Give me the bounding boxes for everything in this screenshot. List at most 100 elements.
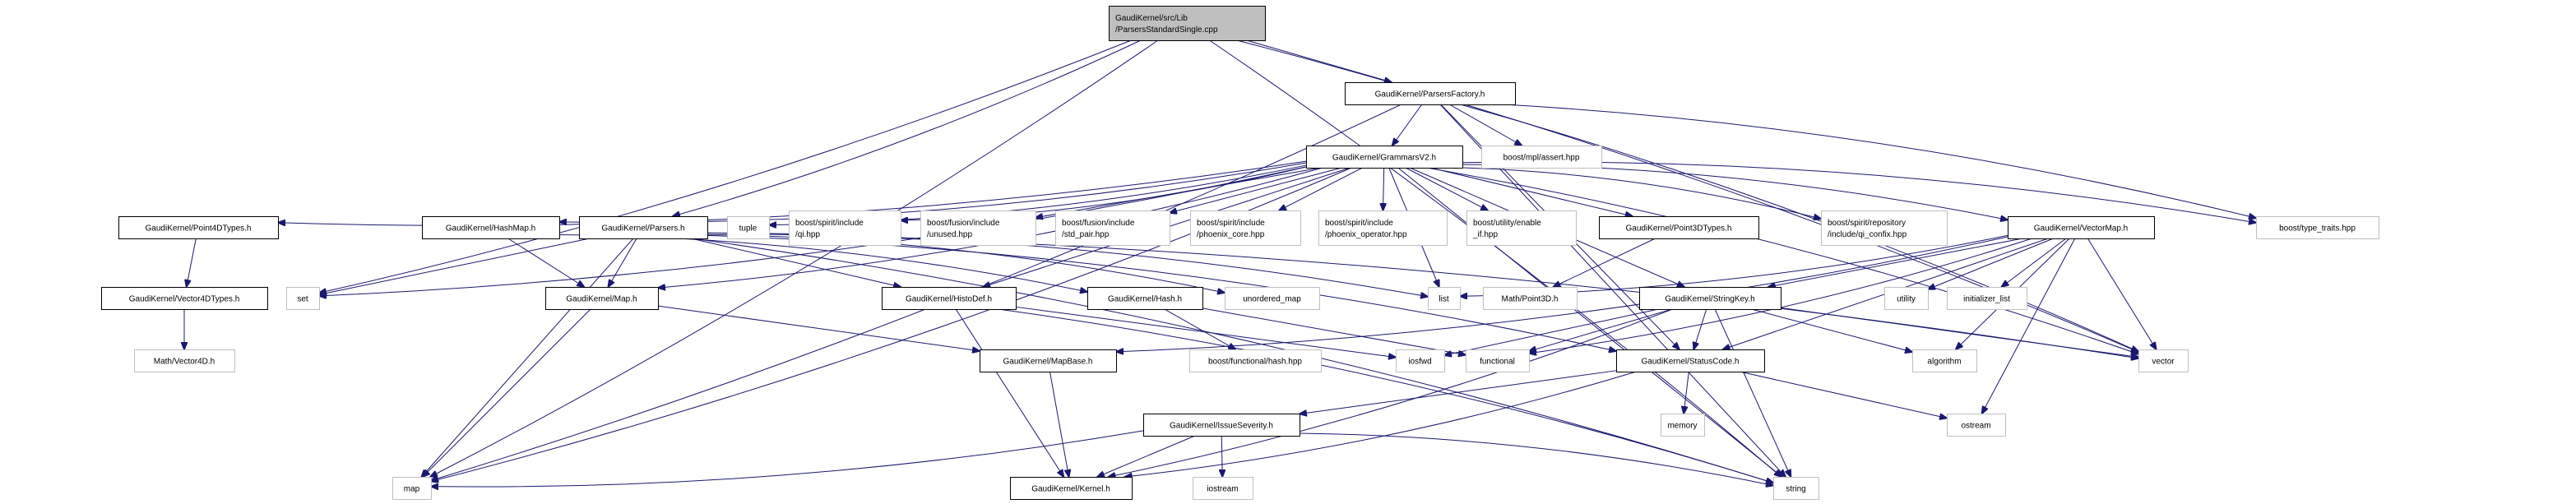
node-map: map [392,477,432,500]
node-root[interactable]: GaudiKernel/src/Lib/ParsersStandardSingl… [1109,6,1266,41]
node-vmap[interactable]: GaudiKernel/VectorMap.h [2008,216,2155,239]
node-box [1599,216,1759,239]
node-box [1189,349,1322,372]
edge-statuscode-to-memory [1684,371,1689,414]
node-label: GaudiKernel/ParsersFactory.h [1375,90,1485,99]
edge-p3d-to-p3dmath [1553,238,1656,287]
node-algorithm: algorithm [1912,349,1977,372]
node-box [1466,349,1530,372]
node-box [1661,414,1705,437]
edge-maph-to-map [423,308,591,477]
node-label: boost/functional/hash.hpp [1208,358,1302,367]
node-pf[interactable]: GaudiKernel/ParsersFactory.h [1345,82,1516,105]
node-mapbase[interactable]: GaudiKernel/MapBase.h [980,349,1117,372]
node-box [882,287,1017,310]
edge-vmap-to-utility [1928,238,2054,289]
node-box [1143,414,1300,437]
node-box [1306,146,1463,169]
edge-gv2-to-stdpair [1170,167,1342,213]
edge-root-to-string [1209,39,1781,477]
edge-root-to-map [430,39,1159,477]
node-label: list [1439,295,1448,304]
node-box [286,287,320,310]
node-typetraits: boost/type_traits.hpp [2256,216,2379,239]
node-issue[interactable]: GaudiKernel/IssueSeverity.h [1143,414,1300,437]
edge-statuscode-to-issue [1300,370,1617,414]
edge-root-to-parsers [673,39,1142,216]
edge-parsers-to-maph [608,238,637,287]
node-box [727,216,770,239]
node-v4d[interactable]: GaudiKernel/Vector4DTypes.h [101,287,268,310]
node-label: GaudiKernel/StatusCode.h [1642,358,1740,367]
node-box [1884,287,1929,310]
edge-pf-to-map [431,104,1402,480]
node-label: GaudiKernel/HistoDef.h [906,295,992,304]
node-statuscode[interactable]: GaudiKernel/StatusCode.h [1616,349,1765,372]
edge-root-to-set [319,39,1132,293]
node-label: tuple [739,224,758,234]
edge-parsers-to-set [319,238,591,294]
node-box [1109,6,1266,41]
edge-issue-to-map [431,430,1144,487]
node-label: utility [1897,295,1916,304]
node-label: boost/fusion/include [927,219,1000,228]
node-hashmap[interactable]: GaudiKernel/HashMap.h [422,216,560,239]
node-box [2138,349,2189,372]
node-label: unordered_map [1243,295,1301,304]
node-label: GaudiKernel/Vector4DTypes.h [129,295,240,304]
node-box [1616,349,1765,372]
edge-vmap-to-strkey [1768,238,2023,287]
node-strkey[interactable]: GaudiKernel/StringKey.h [1639,287,1781,310]
node-box [1773,477,1819,500]
edge-strkey-to-vector [1780,307,2138,357]
node-tuple: tuple [727,216,770,239]
node-label: boost/spirit/include [795,219,864,228]
node-label: boost/type_traits.hpp [2279,224,2356,234]
node-box [1225,287,1320,310]
node-box [1345,82,1516,105]
node-label: initializer_list [1963,295,2010,304]
node-label: boost/mpl/assert.hpp [1503,154,1580,163]
edge-mapbase-to-kernel [1049,371,1068,477]
node-box [392,477,432,500]
node-box [1193,477,1253,500]
node-iostream: iostream [1193,477,1253,500]
edge-gv2-to-set [319,166,1307,296]
node-box [118,216,279,239]
edge-p4d-to-v4d [187,238,197,287]
node-label: GaudiKernel/Map.h [566,295,637,304]
node-box [1396,349,1445,372]
node-label: Math/Vector4D.h [154,358,215,367]
node-p4d[interactable]: GaudiKernel/Point4DTypes.h [118,216,279,239]
node-pcore: boost/spirit/include/phoenix_core.hpp [1190,210,1301,246]
node-label: string [1786,485,1805,494]
node-box [789,210,901,246]
edge-issue-to-string [1299,432,1773,485]
node-p3d[interactable]: GaudiKernel/Point3DTypes.h [1599,216,1759,239]
edge-strkey-to-string [1714,308,1791,477]
node-hash[interactable]: GaudiKernel/Hash.h [1087,287,1203,310]
node-label: /qi.hpp [795,230,820,239]
node-kernel[interactable]: GaudiKernel/Kernel.h [1010,477,1133,500]
node-label: GaudiKernel/src/Lib [1115,14,1188,23]
edge-issue-to-iostream [1221,435,1222,477]
node-vector: vector [2138,349,2189,372]
node-ostream: ostream [1947,414,2006,437]
node-gv2[interactable]: GaudiKernel/GrammarsV2.h [1306,146,1463,169]
node-pop: boost/spirit/include/phoenix_operator.hp… [1318,210,1448,246]
node-iosfwd: iosfwd [1396,349,1445,372]
node-box [2256,216,2379,239]
node-histodef[interactable]: GaudiKernel/HistoDef.h [882,287,1017,310]
edge-vmap-to-initlist [2001,238,2067,287]
node-box [1087,287,1203,310]
node-parsers[interactable]: GaudiKernel/Parsers.h [579,216,708,239]
node-set: set [286,287,320,310]
node-label: boost/spirit/include [1325,219,1393,228]
node-maph[interactable]: GaudiKernel/Map.h [545,287,659,310]
node-label: GaudiKernel/GrammarsV2.h [1332,154,1436,163]
edge-statuscode-to-kernel [1125,371,1637,477]
edge-strkey-to-kernel [1108,308,1673,477]
node-list: list [1428,287,1461,310]
node-label: iostream [1207,485,1238,494]
